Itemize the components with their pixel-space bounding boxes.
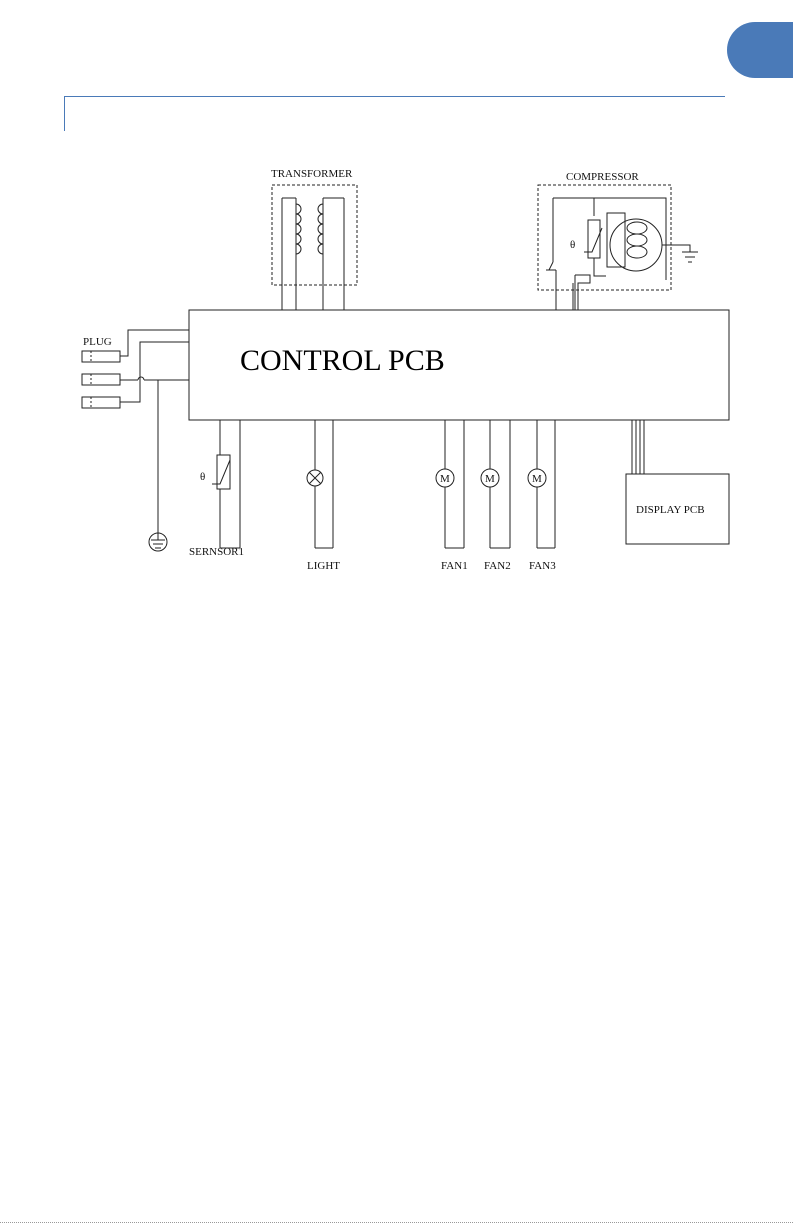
fan3-motor-symbol: M [532, 473, 542, 485]
plug-symbol [82, 330, 189, 540]
plug-label: PLUG [83, 336, 112, 348]
fan1-label: FAN1 [441, 560, 468, 572]
light-component [307, 420, 333, 548]
page-bottom-rule [0, 1222, 793, 1223]
sensor-thermistor-symbol: θ [200, 471, 205, 483]
compressor-thermistor-symbol: θ [570, 239, 575, 251]
compressor-label: COMPRESSOR [566, 171, 639, 183]
fan2-motor-symbol: M [485, 473, 495, 485]
fan3-component: M [528, 420, 555, 548]
display-bus [632, 420, 644, 474]
transformer-label: TRANSFORMER [271, 168, 353, 180]
fan1-component: M [436, 420, 464, 548]
sensor-label: SERNSOR1 [189, 546, 244, 558]
compressor-box [538, 185, 671, 290]
display-pcb-label: DISPLAY PCB [636, 504, 705, 516]
compressor-internals: θ [546, 198, 698, 310]
fan1-motor-symbol: M [440, 473, 450, 485]
sensor-component: θ [200, 420, 240, 548]
fan2-component: M [481, 420, 510, 548]
control-pcb-label: CONTROL PCB [240, 344, 445, 377]
fan3-label: FAN3 [529, 560, 556, 572]
fan2-label: FAN2 [484, 560, 511, 572]
light-label: LIGHT [307, 560, 340, 572]
transformer-coils [282, 198, 344, 310]
